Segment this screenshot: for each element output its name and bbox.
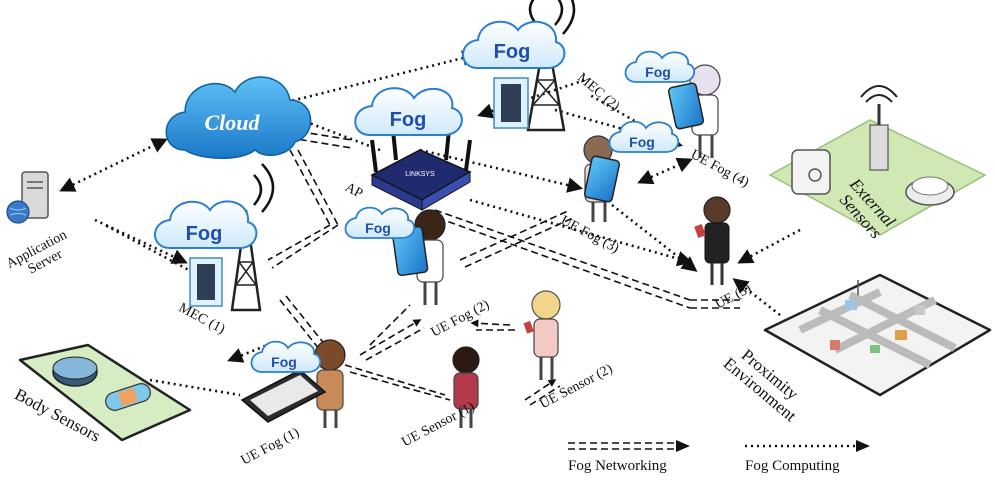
ap-fog-cloud: Fog [354, 87, 463, 136]
ue-fog3-person [583, 135, 621, 222]
ue-fog1-person [240, 339, 346, 428]
ue-fog4-fog-label: Fog [645, 64, 671, 80]
ue3-person [694, 196, 731, 285]
ue3-label: UE (3) [713, 281, 754, 312]
ue-fog1-fog-cloud: Fog [250, 340, 322, 373]
ue-sensor2-label: UE Sensor (2) [537, 361, 615, 412]
body-sensors-region [18, 343, 192, 442]
ap-fog-label: Fog [390, 109, 427, 131]
proximity-environment-region [763, 273, 992, 397]
mec2-label: MEC (2) [574, 70, 622, 114]
mec2-fog-cloud: Fog [462, 20, 566, 69]
ue-fog4-label: UE Fog (4) [688, 147, 752, 190]
external-sensors-region [768, 85, 987, 236]
ue-fog3-fog-label: Fog [629, 134, 655, 150]
ue-fog2-fog-label: Fog [365, 220, 391, 236]
mec2-fog-label: Fog [494, 41, 531, 63]
cloud-icon: Cloud [165, 76, 312, 159]
mec1-fog-cloud: Fog [154, 200, 258, 249]
legend-fog-computing-label: Fog Computing [745, 458, 840, 474]
application-server-icon [6, 171, 49, 224]
ue-sensor1-label: UE Sensor (1) [399, 399, 477, 450]
router-brand-label: LINKSYS [405, 171, 435, 178]
ue-fog2-fog-cloud: Fog [344, 206, 416, 239]
cloud-label: Cloud [204, 110, 260, 135]
ap-router-icon: LINKSYS [370, 129, 472, 211]
ap-label: AP [342, 180, 365, 202]
legend: Fog Networking Fog Computing [568, 440, 870, 474]
ue-fog4-person [667, 64, 721, 158]
ue-fog2-label: UE Fog (2) [429, 297, 493, 340]
legend-fog-computing: Fog Computing [745, 440, 870, 474]
ue-fog4-fog-cloud: Fog [624, 50, 696, 83]
proximity-environment-label: Proximity Environment [720, 340, 812, 426]
ue-sensor2-person [523, 290, 561, 380]
application-server-label: Application Server [4, 226, 80, 285]
ue-fog3-fog-cloud: Fog [608, 120, 680, 153]
ue-sensor1-person [452, 346, 480, 428]
legend-fog-networking-label: Fog Networking [568, 458, 667, 474]
ue-fog1-label: UE Fog (1) [239, 425, 303, 468]
mec1-fog-label: Fog [186, 223, 223, 245]
ue-fog3-label: UE Fog (3) [558, 213, 622, 256]
legend-fog-networking: Fog Networking [568, 440, 690, 474]
ue-fog1-fog-label: Fog [271, 354, 297, 370]
mec1-tower-icon [189, 163, 275, 312]
